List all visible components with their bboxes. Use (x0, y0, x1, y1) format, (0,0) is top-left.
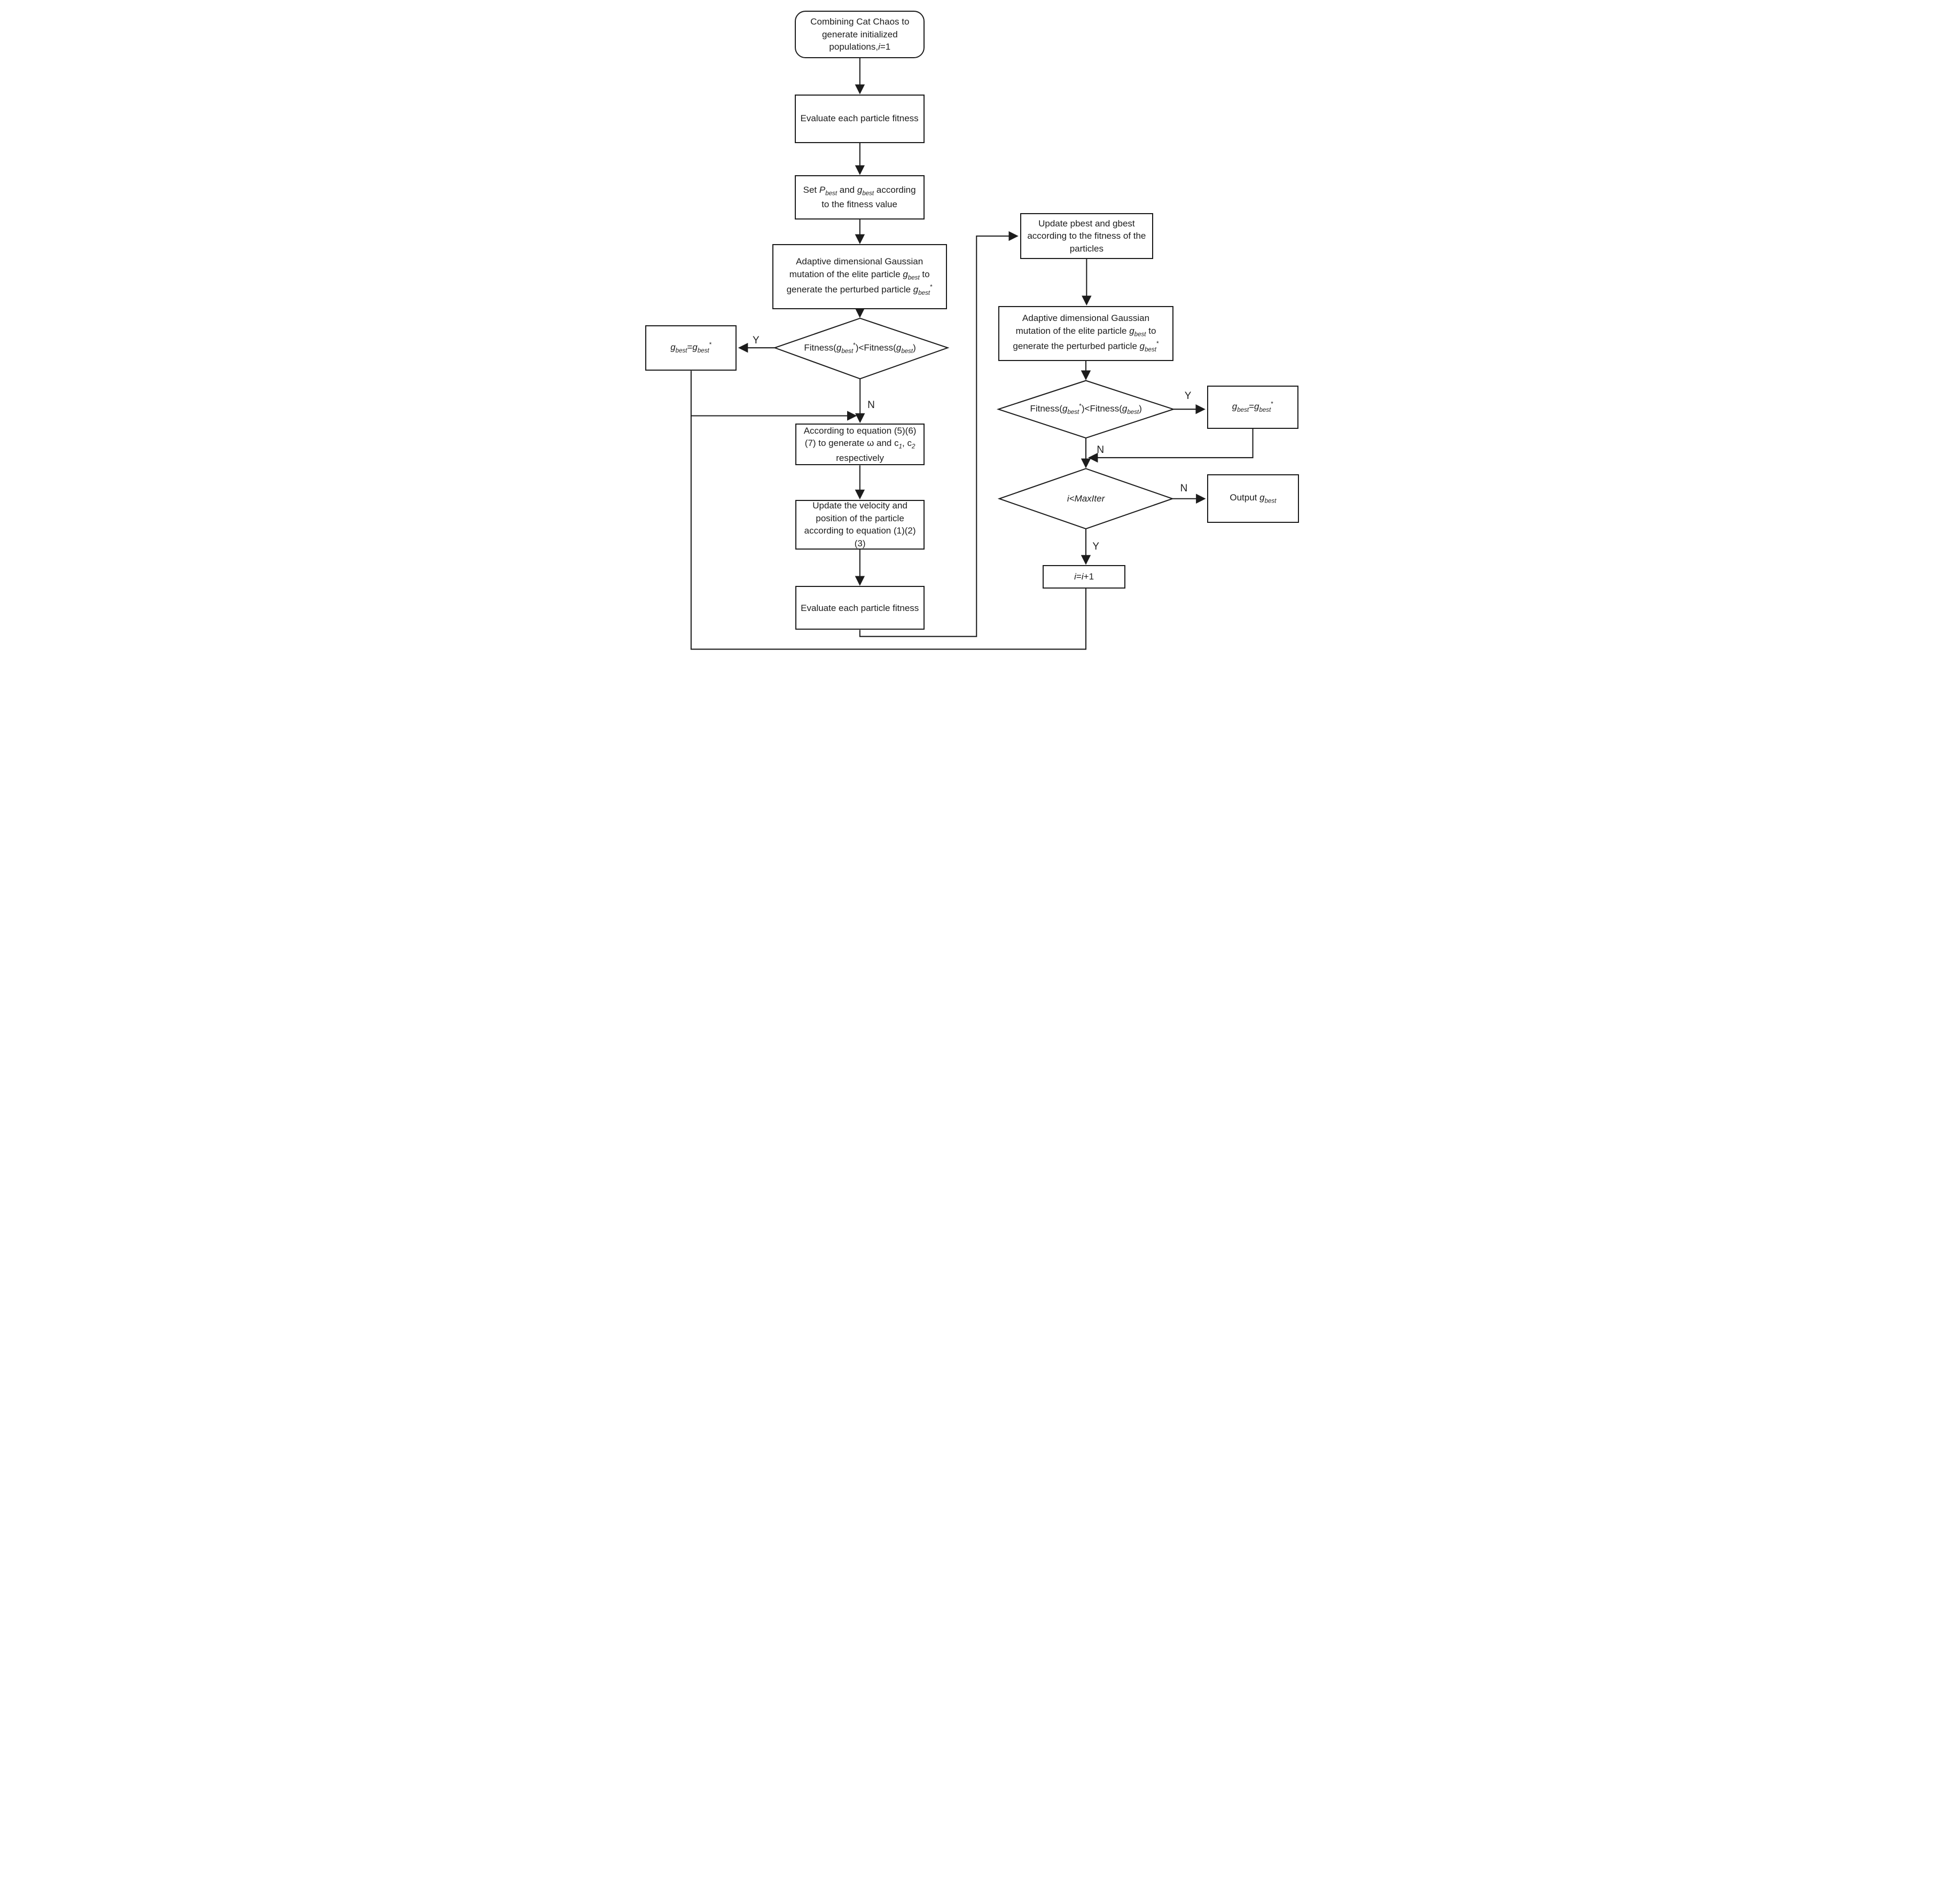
edge-assign-right-merge (1088, 429, 1254, 463)
node-evaluate-fitness-2-label: Evaluate each particle fitness (801, 602, 919, 613)
node-update-velocity-position-label: Update the velocity and position of the … (804, 500, 916, 549)
edge-incr-loopback (690, 416, 1087, 650)
node-update-velocity-position: Update the velocity and position of the … (795, 499, 925, 550)
label-dec1-no: N (867, 399, 875, 411)
node-assign-gbest-left: gbest=gbest* (645, 325, 737, 371)
node-output-gbest-label: Output gbest (1230, 492, 1277, 505)
connector-layer (690, 58, 1254, 650)
node-increment-i: i=i+1 (1043, 565, 1126, 589)
label-dec2-no: N (1097, 444, 1105, 456)
node-set-pbest-gbest: Set Pbest and gbest according to the fit… (794, 175, 925, 220)
node-start-label: Combining Cat Chaos to generate initiali… (810, 17, 910, 52)
node-equation-567: According to equation (5)(6)(7) to gener… (795, 423, 925, 466)
decision-maxiter-shape (997, 468, 1175, 530)
node-equation-567-label: According to equation (5)(6)(7) to gener… (803, 425, 917, 463)
node-gaussian-mutation-1: Adaptive dimensional Gaussian mutation o… (772, 244, 947, 310)
node-assign-gbest-right: gbest=gbest* (1207, 386, 1299, 429)
label-dec1-yes: Y (753, 334, 760, 346)
node-evaluate-fitness-1: Evaluate each particle fitness (794, 94, 925, 143)
label-dec2-yes: Y (1184, 390, 1192, 402)
node-output-gbest: Output gbest (1207, 474, 1299, 523)
decision-fitness-2-shape (996, 380, 1176, 439)
node-evaluate-fitness-2: Evaluate each particle fitness (795, 586, 925, 630)
label-dec3-no: N (1180, 482, 1188, 494)
edge-assign-left-merge (690, 371, 857, 421)
node-start: Combining Cat Chaos to generate initiali… (795, 10, 925, 58)
node-gaussian-mutation-1-label: Adaptive dimensional Gaussian mutation o… (786, 256, 933, 297)
node-update-pbest-gbest: Update pbest and gbest according to the … (1020, 213, 1154, 259)
decision-fitness-1-shape (773, 317, 950, 380)
node-evaluate-fitness-1-label: Evaluate each particle fitness (800, 113, 919, 124)
node-assign-gbest-left-label: gbest=gbest* (670, 341, 712, 355)
node-gaussian-mutation-2-label: Adaptive dimensional Gaussian mutation o… (1013, 313, 1159, 354)
node-increment-i-label: i=i+1 (1074, 571, 1094, 582)
flowchart-canvas: Combining Cat Chaos to generate initiali… (639, 4, 1302, 654)
node-gaussian-mutation-2: Adaptive dimensional Gaussian mutation o… (998, 305, 1173, 361)
edge-eval2-to-updbest (859, 231, 1019, 637)
label-dec3-yes: Y (1092, 541, 1100, 553)
node-update-pbest-gbest-label: Update pbest and gbest according to the … (1027, 218, 1146, 254)
node-set-pbest-gbest-label: Set Pbest and gbest according to the fit… (803, 184, 916, 210)
node-assign-gbest-right-label: gbest=gbest* (1232, 400, 1273, 414)
